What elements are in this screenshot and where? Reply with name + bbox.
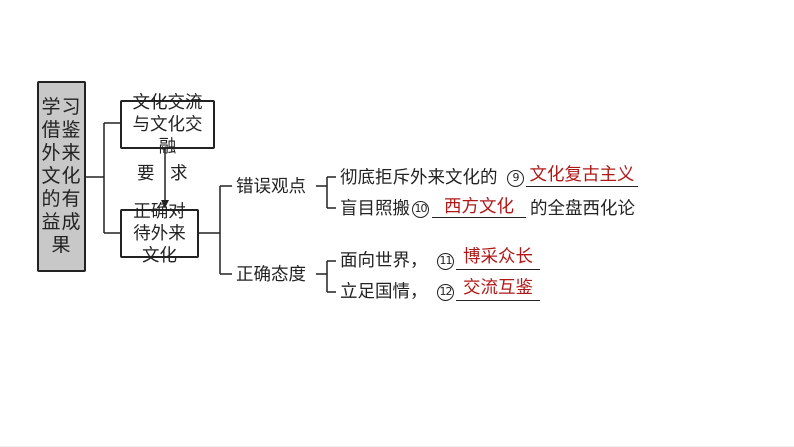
number-9-badge: 9 xyxy=(507,170,524,187)
right-attitude-bracket xyxy=(316,260,336,293)
answer-12: 交流互鉴 xyxy=(463,278,533,298)
answer-9: 文化复古主义 xyxy=(529,165,635,185)
branch-treat-node: 正确对待外来文化 xyxy=(120,202,199,266)
branch-exchange-node: 文化交流与文化交融 xyxy=(120,93,215,157)
wrong-item1-text: 彻底拒斥外来文化的 xyxy=(340,168,498,188)
branch-exchange-label: 文化交流与文化交融 xyxy=(132,92,203,157)
root-label: 学习借鉴外来文化的有益成果 xyxy=(41,96,82,256)
answer-12-underline xyxy=(456,300,540,301)
branch-treat-label: 正确对待外来文化 xyxy=(133,201,186,266)
wrong-views-bracket xyxy=(316,176,336,209)
number-10-badge: 10 xyxy=(412,201,429,218)
wrong-views-label: 错误观点 xyxy=(236,177,306,197)
root-connector xyxy=(86,122,120,234)
number-11-badge: 11 xyxy=(437,253,454,270)
right-item2-text: 立足国情， xyxy=(340,282,428,302)
answer-9-underline xyxy=(526,186,638,187)
answer-11: 博采众长 xyxy=(463,247,533,267)
right-item1-text: 面向世界， xyxy=(340,251,428,271)
root-node: 学习借鉴外来文化的有益成果 xyxy=(37,81,86,272)
number-12-badge: 12 xyxy=(437,284,454,301)
wrong-item2-text-before: 盲目照搬 xyxy=(340,199,410,219)
answer-10-underline xyxy=(432,217,526,218)
answer-10: 西方文化 xyxy=(444,197,514,217)
requirement-char-2: 求 xyxy=(170,164,188,184)
wrong-item2-text-after: 的全盘西化论 xyxy=(530,199,635,219)
arrow-head-icon xyxy=(161,200,169,208)
attitude-connector xyxy=(199,185,232,275)
requirement-char-1: 要 xyxy=(137,164,155,184)
answer-11-underline xyxy=(456,269,540,270)
right-attitude-label: 正确态度 xyxy=(236,265,306,285)
